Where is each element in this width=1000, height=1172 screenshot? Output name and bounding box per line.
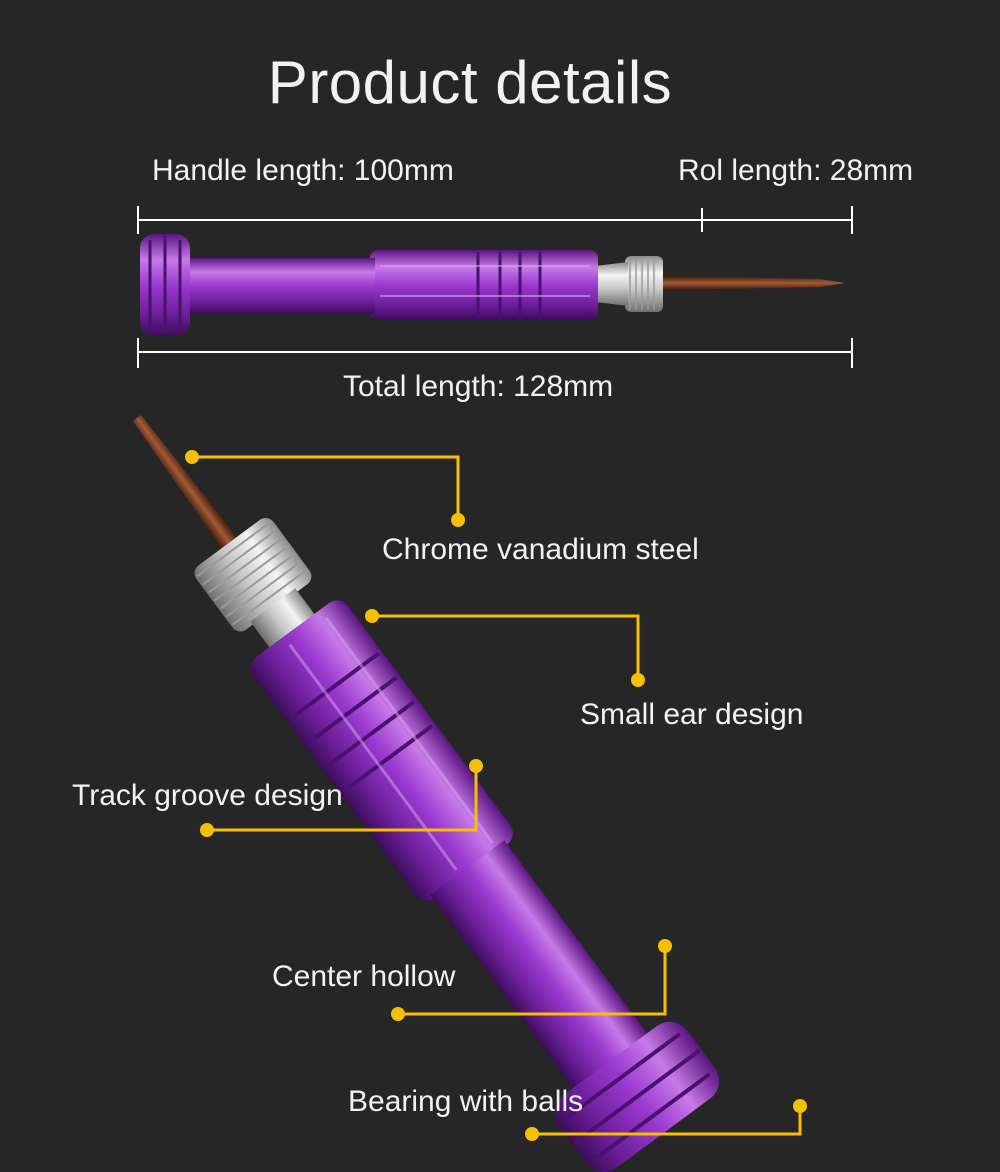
handle-length-label: Handle length: 100mm <box>152 154 454 187</box>
screwdriver-horizontal <box>140 234 845 336</box>
callout-track-groove-design: Track groove design <box>72 779 343 812</box>
callout-chrome-vanadium-steel: Chrome vanadium steel <box>382 533 699 566</box>
page-title: Product details <box>267 49 673 116</box>
screwdriver-diagonal <box>132 415 720 1172</box>
total-length-label: Total length: 128mm <box>343 370 614 403</box>
callout-center-hollow: Center hollow <box>272 960 456 993</box>
callout-bearing-with-balls: Bearing with balls <box>348 1085 584 1118</box>
callout-small-ear-design: Small ear design <box>580 698 804 731</box>
rod-length-label: Rol length: 28mm <box>678 154 914 187</box>
dimension-lines <box>137 206 853 368</box>
callout-leaders <box>192 455 802 1136</box>
callout-dots <box>185 450 807 1141</box>
